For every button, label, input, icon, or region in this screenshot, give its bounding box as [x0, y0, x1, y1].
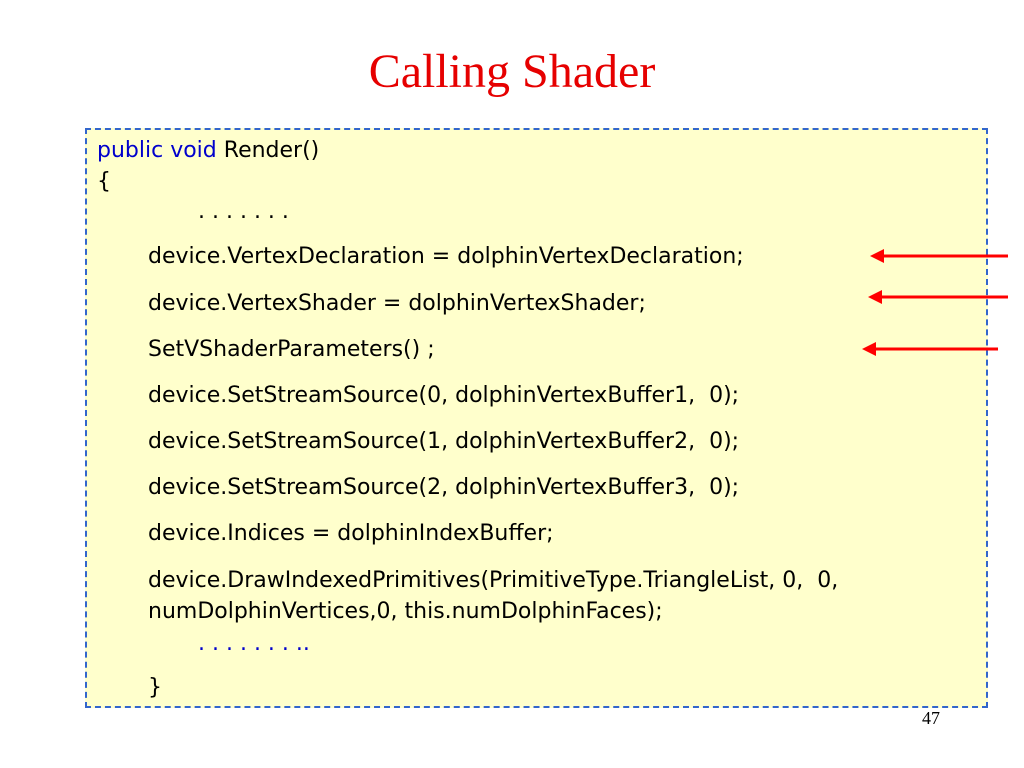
- code-line-vertex-shader: device.VertexShader = dolphinVertexShade…: [148, 291, 646, 316]
- code-box: [85, 128, 988, 708]
- code-line-draw-primitives-2: numDolphinVertices,0, this.numDolphinFac…: [148, 599, 663, 624]
- code-line-stream-source-0: device.SetStreamSource(0, dolphinVertexB…: [148, 383, 740, 408]
- code-line-signature: public void Render(): [97, 137, 319, 165]
- keyword-public: public: [97, 138, 164, 163]
- code-line-vertex-declaration: device.VertexDeclaration = dolphinVertex…: [148, 244, 744, 269]
- code-close-brace: }: [148, 675, 162, 700]
- arrow-left-icon: [862, 342, 998, 356]
- arrow-left-icon: [870, 249, 1008, 263]
- page-number: 47: [922, 708, 940, 728]
- code-dots-top: . . . . . . .: [198, 199, 289, 224]
- code-line-stream-source-1: device.SetStreamSource(1, dolphinVertexB…: [148, 429, 740, 454]
- slide-title: Calling Shader: [368, 45, 656, 98]
- method-signature: Render(): [223, 138, 320, 163]
- keyword-void: void: [170, 138, 217, 163]
- arrow-left-icon: [868, 290, 1008, 304]
- code-line-set-parameters: SetVShaderParameters() ;: [148, 337, 435, 362]
- code-line-draw-primitives-1: device.DrawIndexedPrimitives(PrimitiveTy…: [148, 568, 839, 593]
- code-line-indices: device.Indices = dolphinIndexBuffer;: [148, 521, 554, 546]
- code-open-brace: {: [97, 169, 111, 194]
- code-line-stream-source-2: device.SetStreamSource(2, dolphinVertexB…: [148, 475, 740, 500]
- code-dots-bottom: . . . . . . . ..: [198, 631, 310, 656]
